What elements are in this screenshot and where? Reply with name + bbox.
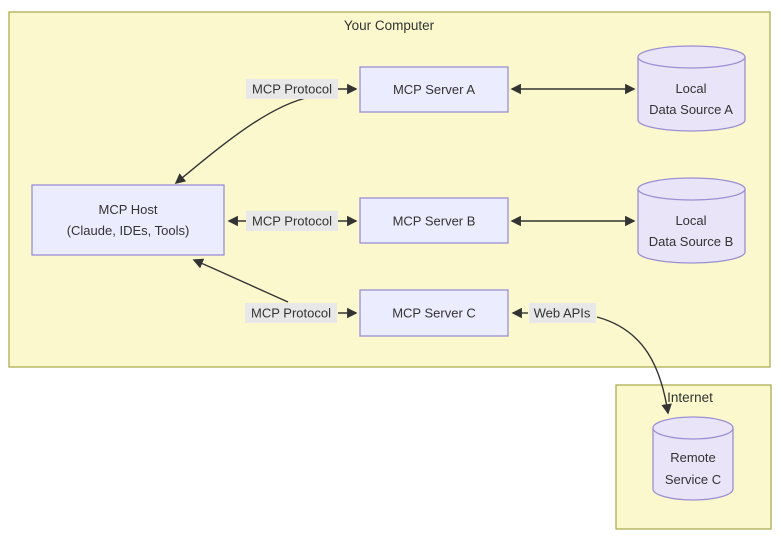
svg-text:MCP Protocol: MCP Protocol <box>251 306 331 321</box>
svg-text:Data Source B: Data Source B <box>649 234 734 249</box>
svg-text:Service C: Service C <box>665 472 721 487</box>
svg-text:Web APIs: Web APIs <box>534 306 591 321</box>
edge-label-mcp-protocol-c: MCP Protocol <box>245 303 337 323</box>
edge-label-mcp-protocol-b: MCP Protocol <box>246 211 338 231</box>
internet-group-label: Internet <box>667 390 713 405</box>
node-local-data-source-a: Local Data Source A <box>637 45 746 132</box>
edge-label-web-apis: Web APIs <box>529 303 596 323</box>
node-mcp-server-a: MCP Server A <box>359 66 509 113</box>
svg-text:(Claude, IDEs, Tools): (Claude, IDEs, Tools) <box>67 223 190 238</box>
svg-text:Remote: Remote <box>670 450 716 465</box>
svg-text:MCP Server C: MCP Server C <box>392 306 476 321</box>
svg-text:MCP Protocol: MCP Protocol <box>252 214 332 229</box>
svg-text:Local: Local <box>675 213 706 228</box>
edge-host-server-a <box>174 83 358 185</box>
edge-label-mcp-protocol-a: MCP Protocol <box>246 79 338 99</box>
svg-text:Local: Local <box>675 81 706 96</box>
node-mcp-host: MCP Host (Claude, IDEs, Tools) <box>31 184 225 256</box>
svg-text:MCP Server A: MCP Server A <box>393 82 475 97</box>
node-remote-service-c: Remote Service C <box>652 416 734 501</box>
your-computer-group-label: Your Computer <box>344 18 435 33</box>
node-mcp-server-c: MCP Server C <box>359 289 509 337</box>
node-mcp-server-b: MCP Server B <box>359 197 509 244</box>
svg-text:MCP Server B: MCP Server B <box>393 214 476 229</box>
svg-text:MCP Protocol: MCP Protocol <box>252 82 332 97</box>
edge-host-server-c <box>192 258 358 319</box>
edge-server-c-remote <box>511 307 672 415</box>
svg-text:MCP Host: MCP Host <box>99 202 158 217</box>
svg-text:Data Source A: Data Source A <box>649 102 733 117</box>
node-local-data-source-b: Local Data Source B <box>637 177 746 264</box>
